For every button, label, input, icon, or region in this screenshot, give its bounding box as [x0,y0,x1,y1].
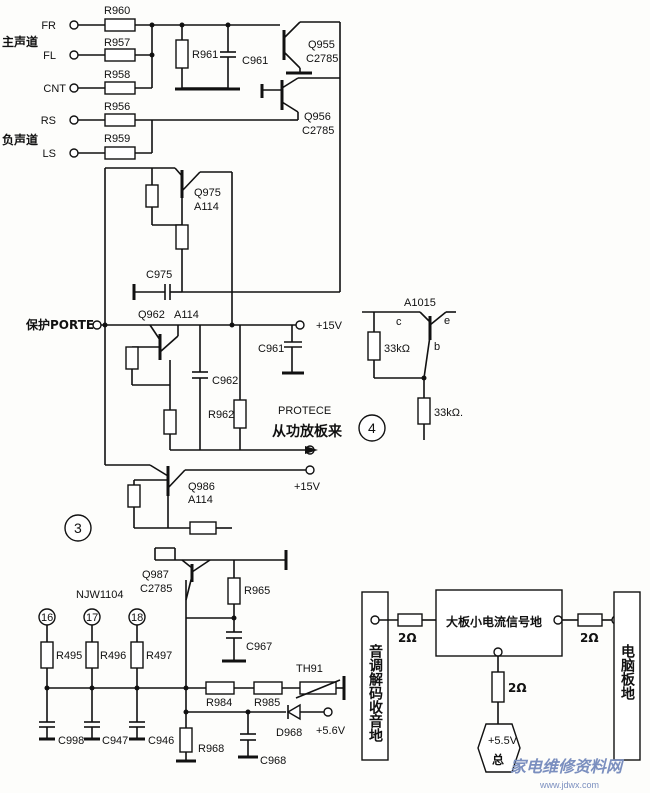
label-reg-char: 总 [492,752,504,767]
label-fl: FL [43,50,56,62]
label-c947: C947 [102,735,128,747]
label-plus15-top: +15V [316,320,343,332]
label-c961b: C961 [258,343,284,355]
label-q955-type: C2785 [306,53,338,65]
label-r496: R496 [100,650,126,662]
label-q987-type: C2785 [140,583,172,595]
label-d968: D968 [276,727,302,739]
input-resistor-network [69,18,290,160]
label-neg-channel: 负声道 [2,132,38,147]
label-audio-ground: 音调解码收音地 [367,643,383,743]
label-r965: R965 [244,585,270,597]
label-q955: Q955 [308,39,335,51]
section-marker-3 [64,514,92,542]
label-r962: R962 [208,409,234,421]
label-th91: TH91 [296,663,323,675]
label-fr: FR [41,20,56,32]
output-chain [176,676,346,763]
label-c962: C962 [212,375,238,387]
label-r968: R968 [198,743,224,755]
label-q956-type: C2785 [302,125,334,137]
label-a1015: A1015 [404,297,436,309]
transistor-q987-stage [154,547,288,750]
label-q975: Q975 [194,187,221,199]
transistor-q955 [282,21,341,285]
watermark-url: www.jdwx.com [539,780,599,790]
label-pin16: 16 [41,612,53,624]
label-njw1104: NJW1104 [76,589,123,601]
label-protece: PROTECE [278,405,331,417]
transistor-a1015-block [362,311,456,440]
label-pin17: 17 [86,612,98,624]
label-rs: RS [41,115,56,127]
label-c998: C998 [58,735,84,747]
label-r956: R956 [104,101,130,113]
label-33k-a: 33kΩ [384,343,410,355]
label-r961: R961 [192,49,218,61]
label-plus55: +5.5V [488,735,518,747]
ground-separation-block [361,589,641,773]
label-plus56: +5.6V [316,725,346,737]
label-r2c: 2Ω [508,681,527,695]
label-q986: Q986 [188,481,215,493]
transistor-q956 [260,77,340,121]
label-r957: R957 [104,37,130,49]
label-r2b: 2Ω [580,631,599,645]
label-board-ground: 大板小电流信号地 [446,614,542,629]
label-protect: 保护PORTE [25,317,94,332]
label-pin-b: b [434,341,440,353]
label-pin-c: c [396,316,402,328]
label-c968: C968 [260,755,286,767]
label-r2a: 2Ω [398,631,417,645]
label-pc-ground: 电脑板地 [619,643,635,701]
vertical-labels: 音调解码收音地 电脑板地 [367,643,635,743]
label-c967: C967 [246,641,272,653]
label-q962: Q962 [138,309,165,321]
label-33k-b: 33kΩ. [434,407,463,419]
watermark-logo: 家电维修资料网 www.jdwx.com [510,757,625,790]
label-r960: R960 [104,5,130,17]
label-q962-type: A114 [174,309,199,321]
label-c961a: C961 [242,55,268,67]
label-r985: R985 [254,697,280,709]
label-circle4: 4 [368,420,376,436]
label-circle3: 3 [74,520,82,536]
label-r495: R495 [56,650,82,662]
label-ls: LS [43,148,56,160]
label-main-channel: 主声道 [2,34,38,49]
njw1104-pin-network [38,608,206,741]
label-c946: C946 [148,735,174,747]
section-marker-4 [358,414,386,442]
transistor-q986-stage [105,464,315,535]
labels: FR FL CNT RS LS 主声道 负声道 R960 R957 R958 R… [2,5,599,767]
label-q975-type: A114 [194,201,219,213]
label-plus15-bot: +15V [294,481,321,493]
protect-stage-q962 [92,320,318,455]
label-pin18: 18 [131,612,143,624]
label-q987: Q987 [142,569,169,581]
label-r958: R958 [104,69,130,81]
label-pin-e: e [444,315,450,327]
label-c975: C975 [146,269,172,281]
label-r959: R959 [104,133,130,145]
label-from-amp: 从功放板来 [272,423,343,440]
label-cnt: CNT [43,83,66,95]
label-r497: R497 [146,650,172,662]
label-r984: R984 [206,697,232,709]
transistor-q975-stage [104,167,341,465]
label-q986-type: A114 [188,494,213,506]
label-q956: Q956 [304,111,331,123]
watermark-text: 家电维修资料网 [510,757,625,776]
